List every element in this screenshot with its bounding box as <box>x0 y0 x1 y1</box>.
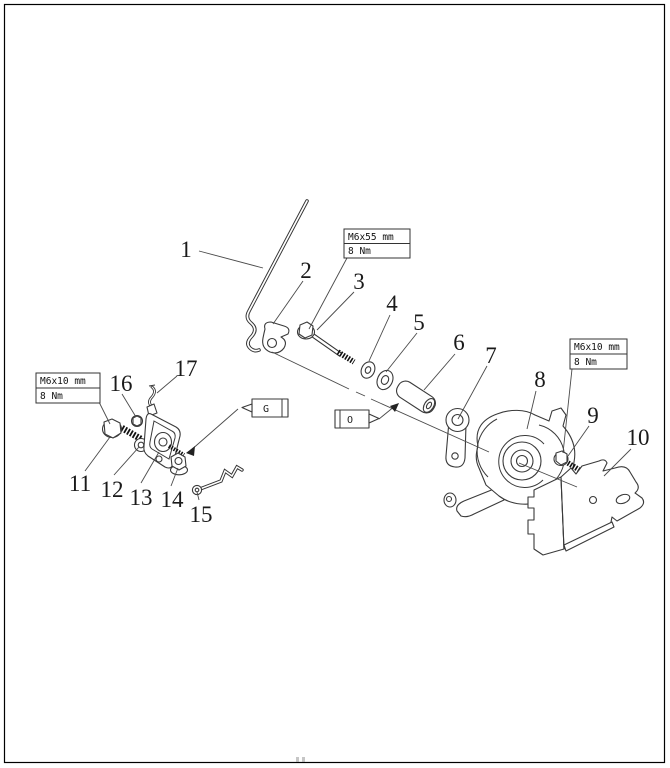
part-number-11: 11 <box>69 471 91 496</box>
part-13-plate <box>143 403 186 469</box>
part-15-link-rod <box>191 464 244 496</box>
page-edge-mark <box>296 757 305 762</box>
torque-label-m6x10-left: M6x10 mm 8 Nm <box>35 372 101 404</box>
part-number-14: 14 <box>161 487 185 512</box>
part-number-17: 17 <box>175 356 198 381</box>
oil-arrowhead <box>390 403 399 412</box>
part-number-10: 10 <box>627 425 650 450</box>
part-number-6: 6 <box>453 330 465 355</box>
part-number-16: 16 <box>110 371 133 396</box>
part-number-2: 2 <box>300 258 312 283</box>
oil-tube-icon: O <box>334 403 399 429</box>
assembly-axis-lines <box>271 351 578 488</box>
torque-value-text: 8 Nm <box>348 246 371 257</box>
part-7-lever <box>445 407 470 468</box>
part-number-5: 5 <box>413 310 425 335</box>
torque-label-m6x10-right: M6x10 mm 8 Nm <box>569 338 628 370</box>
part-3-bolt <box>296 321 356 365</box>
torque-size-text: M6x10 mm <box>574 342 620 353</box>
oil-symbol: O <box>347 415 353 426</box>
part-4-washer <box>360 361 376 379</box>
part-number-7: 7 <box>485 343 497 368</box>
part-number-13: 13 <box>130 485 153 510</box>
part-number-4: 4 <box>386 291 398 316</box>
part-8-housing <box>443 407 576 518</box>
grease-symbol: G <box>263 404 269 415</box>
grease-arrowhead <box>186 446 195 456</box>
part-16-nut <box>130 414 144 428</box>
torque-size-text: M6x55 mm <box>348 232 394 243</box>
part-10-bracket <box>527 459 645 556</box>
part-2-clip <box>262 321 290 354</box>
part-6-spacer-tube <box>396 380 436 414</box>
part-number-1: 1 <box>180 237 192 262</box>
part-number-15: 15 <box>190 502 213 527</box>
leader-lines <box>84 250 632 501</box>
part-5-washer <box>376 369 394 391</box>
part-number-8: 8 <box>534 367 546 392</box>
part-number-3: 3 <box>353 269 365 294</box>
page-border <box>3 3 666 764</box>
part-14-nut <box>169 452 189 476</box>
torque-value-text: 8 Nm <box>574 357 597 368</box>
part-number-9: 9 <box>587 403 599 428</box>
part-11-bolt <box>101 418 143 442</box>
grease-tube-icon: G <box>186 398 289 456</box>
torque-value-text: 8 Nm <box>40 391 63 402</box>
part-1-control-rod <box>245 199 309 353</box>
torque-size-text: M6x10 mm <box>40 376 86 387</box>
part-number-12: 12 <box>101 477 124 502</box>
torque-label-m6x55: M6x55 mm 8 Nm <box>343 228 411 259</box>
